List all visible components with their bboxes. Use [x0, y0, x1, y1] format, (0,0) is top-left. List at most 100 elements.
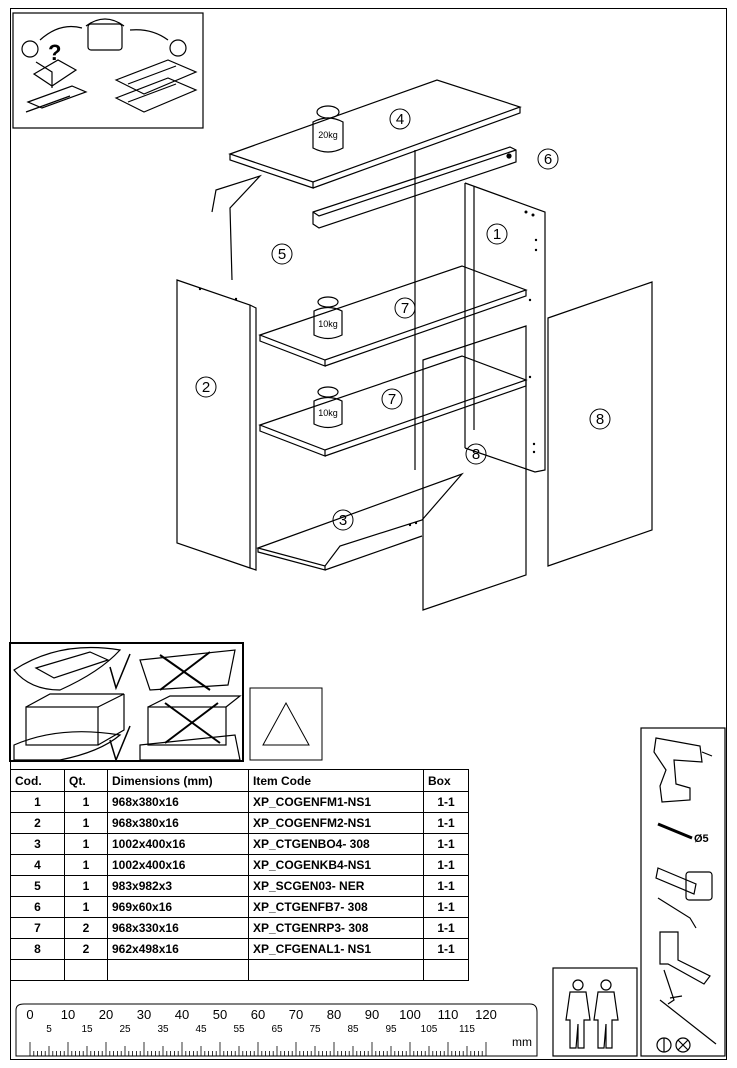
- tools-box: [640, 727, 726, 1057]
- weight-10kg-icon: [317, 296, 339, 308]
- table-cell: 1002x400x16: [107, 854, 249, 876]
- col-qt: Qt.: [64, 769, 108, 792]
- table-cell: 1-1: [423, 812, 469, 834]
- tape-measure-icon: [685, 871, 713, 901]
- person-icon: [593, 979, 619, 1049]
- table-cell: 1-1: [423, 854, 469, 876]
- drill-bit-size: Ø5: [694, 833, 709, 845]
- part-label: 3: [332, 509, 354, 531]
- ruler-minor-label: 85: [347, 1024, 359, 1035]
- svg-text:5: 5: [278, 246, 286, 263]
- ruler-minor-label: 65: [271, 1024, 283, 1035]
- cutter-icon: [657, 897, 697, 929]
- arrow-icon: [129, 29, 169, 41]
- two-people-box: [552, 967, 638, 1057]
- part-label: 1: [486, 223, 508, 245]
- table-cell: XP_COGENKB4-NS1: [248, 854, 424, 876]
- svg-text:4: 4: [396, 111, 404, 128]
- part-5-back: [211, 174, 263, 281]
- square-ruler-icon: [659, 931, 711, 985]
- table-cell: 969x60x16: [107, 896, 249, 918]
- level-icon: [655, 867, 697, 895]
- person-icon: [565, 979, 591, 1049]
- part-label: 7: [394, 297, 416, 319]
- table-cell: 962x498x16: [107, 938, 249, 960]
- part-4-top: [228, 79, 522, 183]
- ruler-minor-label: 35: [157, 1024, 169, 1035]
- triangle-icon: [262, 701, 310, 746]
- part-label: 5: [271, 243, 293, 265]
- table-cell: 968x330x16: [107, 917, 249, 939]
- ruler-minor-label: 115: [459, 1024, 475, 1035]
- table-cell: 1-1: [423, 833, 469, 855]
- happy-face-icon: [169, 39, 187, 57]
- ruler-minor-label: 25: [119, 1024, 131, 1035]
- part-3-bottom: [256, 472, 464, 567]
- page-frame: [10, 8, 727, 1060]
- svg-text:7: 7: [401, 300, 409, 317]
- table-cell: 2: [64, 938, 108, 960]
- ruler-major-label: 20: [99, 1007, 113, 1022]
- table-cell: XP_SCGEN03- NER: [248, 875, 424, 897]
- warning-box: [249, 687, 323, 761]
- table-cell: 3: [10, 833, 65, 855]
- col-box: Box: [423, 769, 469, 792]
- svg-text:8: 8: [472, 446, 480, 463]
- help-box: [12, 12, 204, 129]
- part-label: 6: [537, 148, 559, 170]
- table-cell: 1002x400x16: [107, 833, 249, 855]
- part-1-side: [464, 182, 546, 473]
- table-cell: 1: [64, 854, 108, 876]
- ruler-minor-label: 105: [421, 1024, 438, 1035]
- ruler-major-label: 10: [61, 1007, 75, 1022]
- table-cell: 1: [10, 791, 65, 813]
- ruler: [15, 1003, 538, 1057]
- table-cell: XP_COGENFM2-NS1: [248, 812, 424, 834]
- part-7-shelf: [258, 265, 528, 361]
- ruler-major-label: 0: [26, 1007, 33, 1022]
- part-label: 4: [389, 108, 411, 130]
- cross-screw-icon: [675, 1037, 691, 1053]
- drill-icon: [653, 737, 703, 803]
- sad-face-icon: [21, 40, 39, 58]
- table-row: [10, 959, 469, 981]
- ruler-minor-label: 45: [195, 1024, 207, 1035]
- ruler-minor-label: 75: [309, 1024, 321, 1035]
- ruler-major-label: 120: [475, 1007, 497, 1022]
- table-cell: 1: [64, 791, 108, 813]
- arrow-icon: [39, 25, 83, 41]
- part-label: 2: [195, 376, 217, 398]
- ruler-major-label: 50: [213, 1007, 227, 1022]
- table-header: Cod. Qt. Dimensions (mm) Item Code Box: [10, 769, 469, 792]
- ruler-minor-label: 15: [81, 1024, 93, 1035]
- part-8-door: [422, 325, 527, 611]
- part-8-door: [547, 281, 653, 567]
- ruler-minor-label: 5: [46, 1024, 52, 1035]
- table-cell: 2: [10, 812, 65, 834]
- table-cell: 968x380x16: [107, 812, 249, 834]
- ruler-major-label: 30: [137, 1007, 151, 1022]
- weight-10kg-icon: [317, 386, 339, 398]
- svg-text:3: 3: [339, 512, 347, 529]
- ruler-minor-label: 55: [233, 1024, 245, 1035]
- table-cell: 5: [10, 875, 65, 897]
- col-item-code: Item Code: [248, 769, 424, 792]
- svg-text:8: 8: [596, 411, 604, 428]
- table-cell: 7: [10, 917, 65, 939]
- svg-text:7: 7: [388, 391, 396, 408]
- ruler-major-label: 80: [327, 1007, 341, 1022]
- col-cod: Cod.: [10, 769, 65, 792]
- ruler-major-label: 40: [175, 1007, 189, 1022]
- table-cell: 968x380x16: [107, 791, 249, 813]
- table-cell: 1: [64, 833, 108, 855]
- table-cell: [64, 959, 108, 981]
- part-label: 8: [589, 408, 611, 430]
- table-cell: 1-1: [423, 875, 469, 897]
- weight-20kg-icon: [316, 105, 340, 119]
- table-cell: 8: [10, 938, 65, 960]
- weight-label: 10kg: [318, 319, 338, 329]
- table-cell: 983x982x3: [107, 875, 249, 897]
